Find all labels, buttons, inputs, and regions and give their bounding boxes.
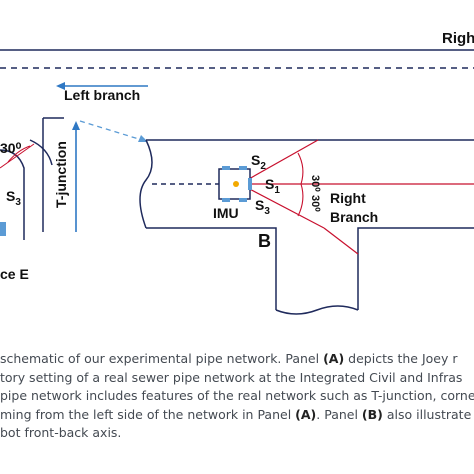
- panel-a-beam: [0, 143, 35, 169]
- imu-sensor-bl: [222, 198, 230, 202]
- figure-caption: schematic of our experimental pipe netwo…: [0, 350, 474, 443]
- imu-label: IMU: [213, 205, 239, 221]
- angle-label-left: 30⁰: [0, 140, 22, 156]
- panel-a-sensor: [0, 222, 6, 236]
- caption-line-5: bot front-back axis.: [0, 425, 122, 441]
- imu-sensor-tr: [239, 166, 247, 170]
- left-branch-label: Left branch: [64, 87, 140, 103]
- t-junction-arrowhead: [72, 121, 80, 130]
- s3-label: S3: [255, 197, 270, 217]
- left-branch-arrowhead: [56, 82, 65, 90]
- beam-s2: [239, 139, 319, 185]
- pipe-bottom-wall-right: [357, 227, 474, 310]
- caption-line-3: pipe network includes features of the re…: [0, 388, 474, 404]
- pipe-branch-end: [275, 305, 359, 315]
- right-branch-label-1: Right: [330, 190, 366, 206]
- panel-a-outer-curve: [29, 139, 53, 166]
- beam-s3: [239, 183, 325, 229]
- panel-b-label: B: [258, 231, 271, 251]
- caption-line-2: tory setting of a real sewer pipe networ…: [0, 369, 463, 385]
- pipe-left-end: [139, 139, 153, 229]
- panel-a-pipe-curve: [0, 149, 25, 240]
- angle-arc-lower: [297, 183, 304, 217]
- imu-sensor-tl: [222, 166, 230, 170]
- right-top-label: Right: [442, 30, 474, 47]
- s3-label-left: S3: [6, 188, 21, 208]
- angle-label-upper: 30⁰: [309, 175, 321, 192]
- imu-sensor-front: [248, 178, 252, 190]
- s1-label: S1: [265, 176, 280, 196]
- transition-dashed-arrow: [79, 120, 143, 141]
- right-branch-label-2: Branch: [330, 209, 378, 225]
- caption-line-1: schematic of our experimental pipe netwo…: [0, 351, 458, 366]
- caption-line-4: ming from the left side of the network i…: [0, 406, 472, 422]
- imu-sensor-br: [239, 198, 247, 202]
- trace-e-label: ce E: [0, 266, 29, 282]
- angle-label-lower: 30⁰: [309, 195, 321, 212]
- s2-label: S2: [251, 152, 266, 172]
- beam-s1-ext: [323, 227, 359, 255]
- imu-core-dot: [233, 181, 239, 187]
- angle-arc-left: [7, 145, 31, 163]
- t-junction-label: T-junction: [53, 141, 69, 208]
- angle-arc-upper: [297, 152, 304, 185]
- pipe-bottom-wall-left: [146, 227, 277, 310]
